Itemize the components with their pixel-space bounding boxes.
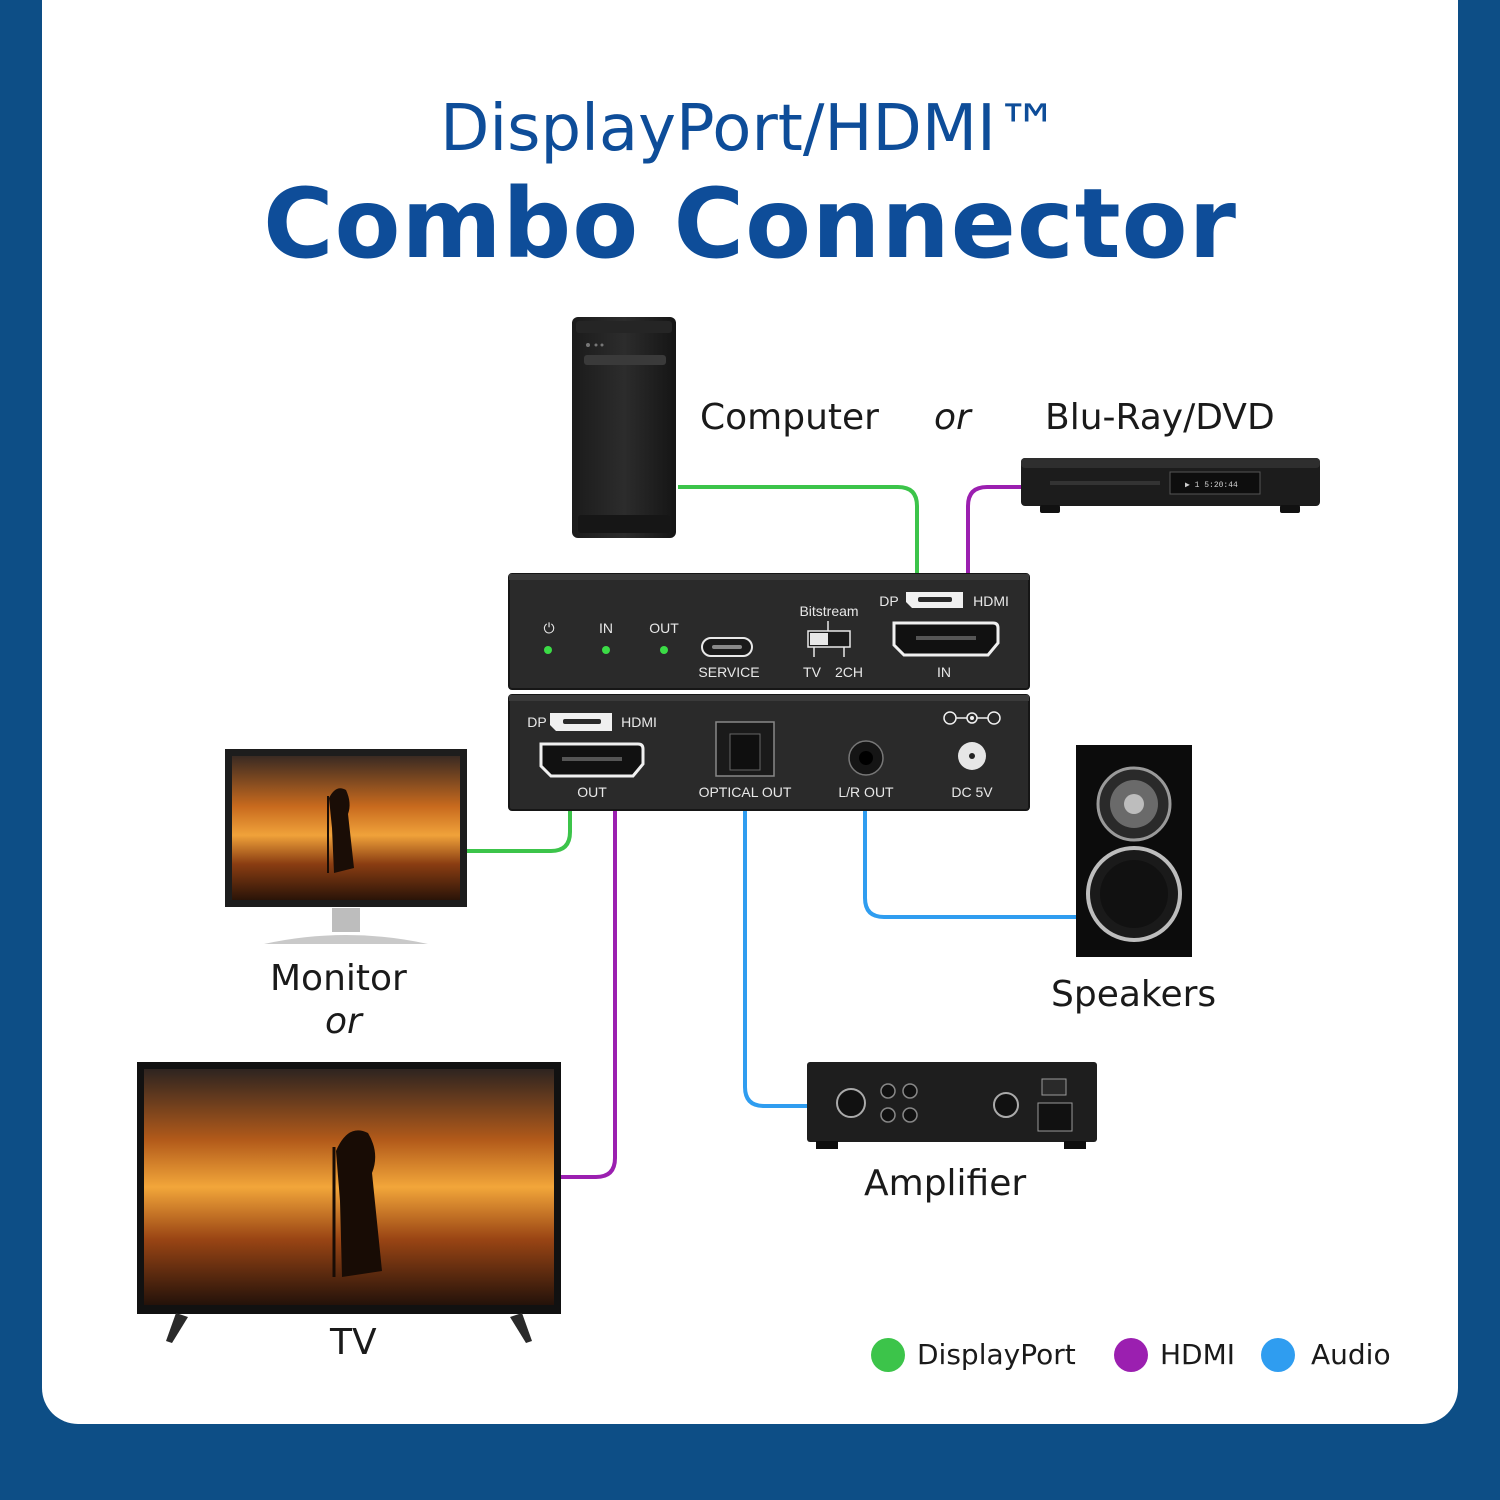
monitor-label: Monitor <box>270 958 407 999</box>
legend-hdmi-label: HDMI <box>1160 1338 1236 1371</box>
amplifier-label: Amplifier <box>864 1163 1027 1204</box>
dc-5v-label: DC 5V <box>951 784 993 800</box>
audio-line-amplifier <box>743 808 810 1108</box>
optical-out-label: OPTICAL OUT <box>698 784 792 800</box>
legend-displayport-dot <box>871 1338 905 1372</box>
hdmi-line-bluray <box>966 485 1022 578</box>
displayport-line-computer <box>678 485 919 578</box>
speakers-label: Speakers <box>1051 974 1217 1015</box>
legend-displayport-label: DisplayPort <box>917 1338 1076 1371</box>
legend-audio-dot <box>1261 1338 1295 1372</box>
legend-audio-label: Audio <box>1311 1338 1391 1371</box>
displayport-line-monitor <box>465 808 572 853</box>
bluray-player-image: ▶ 1 5:20:44 <box>1021 458 1320 513</box>
bitstream-label: Bitstream <box>799 603 859 619</box>
converter-output-panel <box>508 694 1030 811</box>
service-label: SERVICE <box>698 664 760 680</box>
bluray-label: Blu-Ray/DVD <box>1045 397 1275 438</box>
out-led-label: OUT <box>649 620 679 636</box>
audio-line-speakers <box>863 808 1078 919</box>
amplifier-image <box>807 1062 1097 1149</box>
dp-output-label: DP <box>527 714 547 730</box>
dp-input-label: DP <box>879 593 899 609</box>
svg-text:▶ 1 5:20:44: ▶ 1 5:20:44 <box>1185 481 1238 490</box>
tv-image <box>137 1062 561 1343</box>
converter-input-panel <box>508 573 1030 690</box>
monitor-or-label: or <box>325 1001 362 1042</box>
in-port-label: IN <box>937 664 951 680</box>
in-led-label: IN <box>599 620 613 636</box>
title-line-1: DisplayPort/HDMI™ <box>440 92 1060 166</box>
hdmi-output-label: HDMI <box>621 714 657 730</box>
lr-out-label: L/R OUT <box>838 784 894 800</box>
hdmi-input-label: HDMI <box>973 593 1009 609</box>
hdmi-line-tv <box>558 808 617 1179</box>
legend-hdmi-dot <box>1114 1338 1148 1372</box>
tv-label: TV <box>330 1322 377 1363</box>
computer-label: Computer <box>700 397 879 438</box>
2ch-switch-label: 2CH <box>834 664 863 680</box>
computer-tower-image <box>572 317 676 538</box>
source-or-label: or <box>934 397 971 438</box>
out-port-label: OUT <box>577 784 607 800</box>
tv-switch-label: TV <box>803 664 821 680</box>
power-icon: ⏻ <box>543 620 555 636</box>
monitor-image <box>225 749 467 944</box>
speaker-image <box>1076 745 1192 957</box>
title-line-2: Combo Connector <box>263 168 1237 280</box>
